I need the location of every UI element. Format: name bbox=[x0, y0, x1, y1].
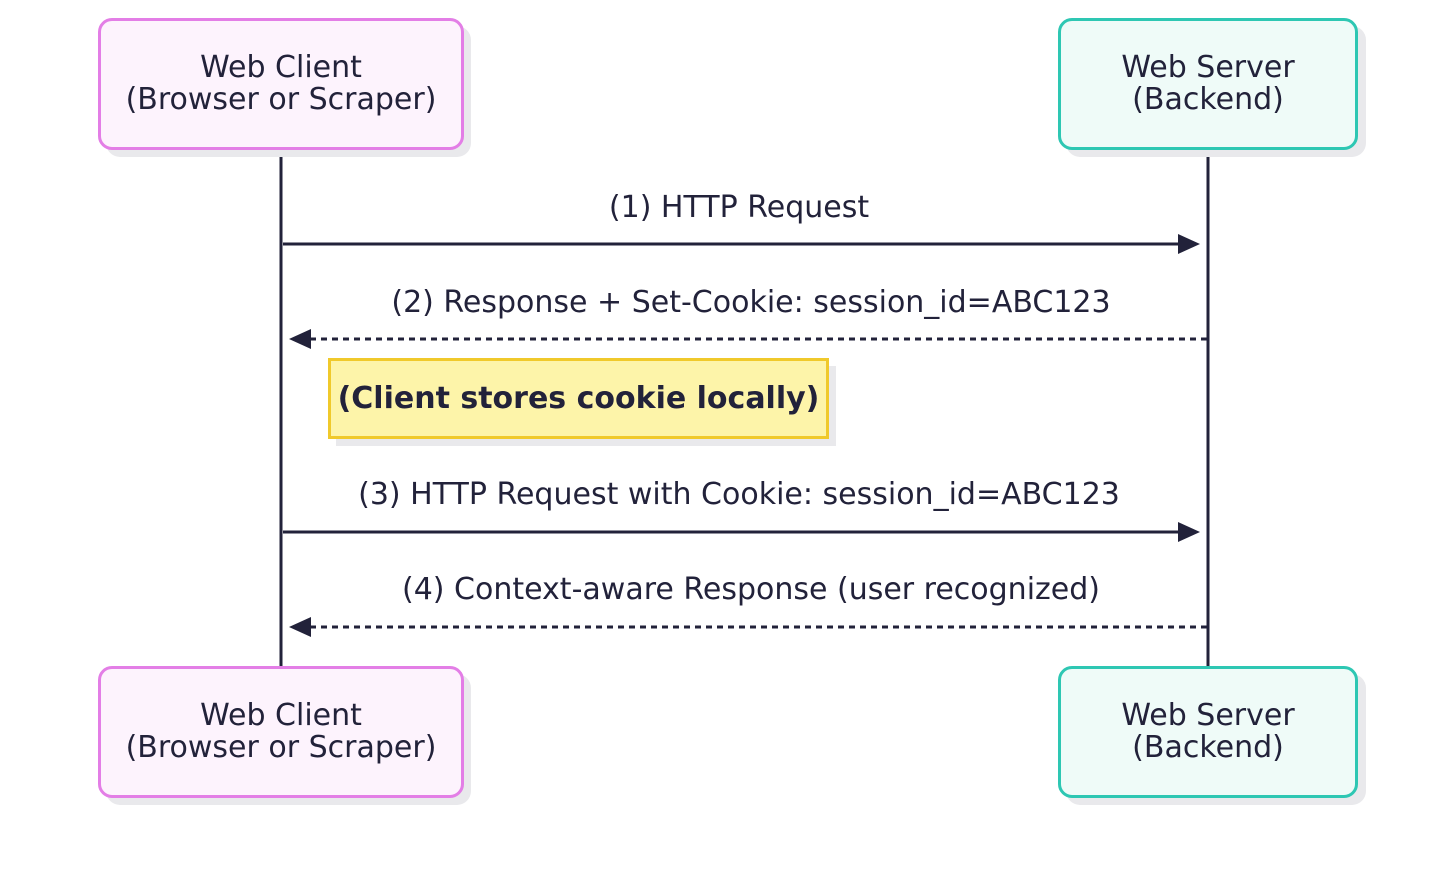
message-4-label: (4) Context-aware Response (user recogni… bbox=[402, 572, 1100, 607]
actor-client-bottom: Web Client (Browser or Scraper) bbox=[98, 666, 464, 798]
actor-server-subtitle: (Backend) bbox=[1132, 730, 1284, 765]
message-3-arrowhead bbox=[1178, 522, 1200, 542]
actor-client-top: Web Client (Browser or Scraper) bbox=[98, 18, 464, 150]
actor-server-subtitle: (Backend) bbox=[1132, 82, 1284, 117]
actor-server-name: Web Server bbox=[1121, 50, 1295, 85]
actor-server-name: Web Server bbox=[1121, 698, 1295, 733]
actor-client-name: Web Client bbox=[200, 698, 362, 733]
message-1-arrowhead bbox=[1178, 234, 1200, 254]
actor-client-subtitle: (Browser or Scraper) bbox=[125, 82, 437, 117]
message-1-label: (1) HTTP Request bbox=[608, 190, 870, 225]
note-client-stores-cookie: (Client stores cookie locally) bbox=[328, 358, 829, 439]
message-2-label: (2) Response + Set-Cookie: session_id=AB… bbox=[391, 285, 1111, 320]
message-4-arrowhead bbox=[289, 617, 311, 637]
actor-server-bottom: Web Server (Backend) bbox=[1058, 666, 1358, 798]
actor-server-top: Web Server (Backend) bbox=[1058, 18, 1358, 150]
note-text: (Client stores cookie locally) bbox=[337, 381, 820, 416]
actor-client-subtitle: (Browser or Scraper) bbox=[125, 730, 437, 765]
actor-client-name: Web Client bbox=[200, 50, 362, 85]
message-3-label: (3) HTTP Request with Cookie: session_id… bbox=[358, 477, 1120, 512]
message-2-arrowhead bbox=[289, 329, 311, 349]
